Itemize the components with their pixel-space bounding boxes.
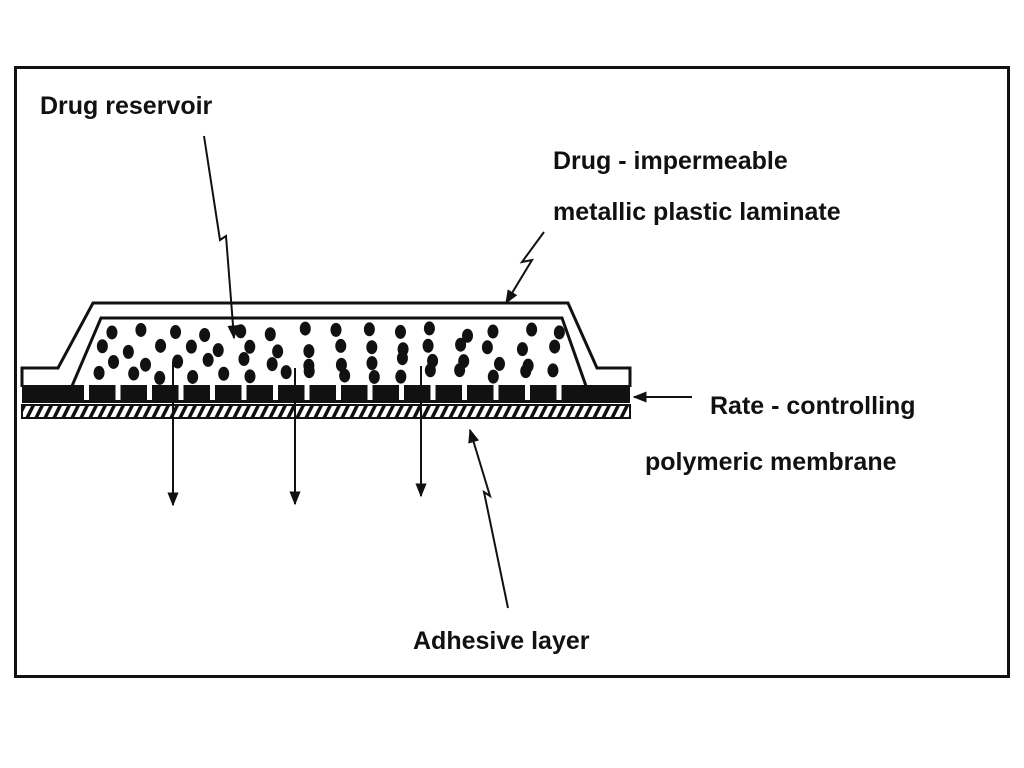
drug-particle — [395, 369, 407, 384]
membrane-pore — [84, 385, 89, 400]
membrane-pore — [336, 385, 341, 400]
drug-particle — [140, 357, 152, 372]
drug-particle — [330, 322, 342, 337]
drug-particle — [108, 354, 120, 369]
drug-particle — [339, 368, 351, 383]
drug-particle — [455, 337, 467, 352]
drug-particle — [187, 369, 199, 384]
drug-particle — [106, 325, 118, 340]
drug-particle — [272, 344, 284, 359]
drug-particle — [547, 363, 559, 378]
drug-particle — [155, 338, 167, 353]
drug-particle — [516, 342, 528, 357]
membrane-pore — [273, 385, 278, 400]
membrane-pore — [178, 385, 184, 400]
drug-particle — [235, 324, 247, 339]
drug-particle — [493, 356, 505, 371]
drug-particle — [396, 351, 408, 366]
label-membrane-line1: Rate - controlling — [710, 392, 916, 420]
membrane-pore — [525, 385, 530, 400]
drug-particle — [303, 364, 315, 379]
drug-particle — [299, 321, 311, 336]
adhesive-layer — [21, 404, 631, 419]
label-membrane-line2: polymeric membrane — [645, 448, 897, 476]
adhesive-leader — [468, 428, 509, 609]
drug-particle — [199, 328, 211, 343]
drug-particle — [244, 339, 256, 354]
drug-particle — [172, 354, 184, 369]
drug-particle — [264, 327, 276, 342]
drug-particle — [366, 356, 378, 371]
membrane-pore — [556, 385, 562, 400]
drug-particle — [170, 325, 182, 340]
drug-particle — [423, 321, 435, 336]
drug-particle — [424, 363, 436, 378]
drug-particle — [549, 339, 561, 354]
drug-particle — [394, 324, 406, 339]
drug-particle — [462, 328, 474, 343]
drug-particle — [135, 322, 147, 337]
drug-particle — [487, 369, 499, 384]
drug-particle — [366, 340, 378, 355]
drug-particle — [244, 369, 256, 384]
membrane-pore — [462, 385, 467, 400]
drug-particle — [481, 340, 493, 355]
membrane-pore — [115, 385, 121, 400]
drug-particle — [454, 363, 466, 378]
drug-particle — [520, 364, 532, 379]
drug-particle — [266, 357, 278, 372]
drug-reservoir-leader — [203, 135, 239, 340]
drug-particle — [218, 366, 230, 381]
diagram-frame — [14, 66, 1010, 678]
drug-particle — [303, 344, 315, 359]
drug-particle — [93, 365, 105, 380]
drug-particle — [185, 339, 197, 354]
membrane-pore — [304, 385, 310, 400]
membrane-pore — [493, 385, 499, 400]
drug-particle — [553, 325, 565, 340]
rate-controlling-membrane — [22, 385, 630, 403]
membrane-pore — [210, 385, 215, 400]
drug-particle — [238, 352, 250, 367]
label-adhesive-layer: Adhesive layer — [413, 627, 590, 655]
drug-particle — [422, 338, 434, 353]
drug-particle — [96, 339, 108, 354]
drug-particle — [487, 324, 499, 339]
drug-particle — [128, 366, 140, 381]
label-laminate-line2: metallic plastic laminate — [553, 198, 841, 226]
drug-particle — [335, 338, 347, 353]
reservoir-boundary — [70, 316, 588, 387]
drug-particle — [363, 322, 375, 337]
membrane-pore — [430, 385, 436, 400]
label-drug-reservoir: Drug reservoir — [40, 92, 213, 120]
label-laminate-line1: Drug - impermeable — [553, 147, 788, 175]
membrane-pore — [147, 385, 152, 400]
drug-particle — [202, 352, 214, 367]
drug-particle — [526, 322, 538, 337]
drug-particle — [280, 365, 292, 380]
laminate-leader — [505, 231, 545, 305]
drug-particle — [212, 343, 224, 358]
drug-particle — [122, 344, 134, 359]
membrane-pore — [399, 385, 404, 400]
drug-particle — [154, 370, 166, 385]
drug-particle — [335, 357, 347, 372]
membrane-pore — [367, 385, 373, 400]
membrane-pore — [241, 385, 247, 400]
drug-particle — [368, 369, 380, 384]
